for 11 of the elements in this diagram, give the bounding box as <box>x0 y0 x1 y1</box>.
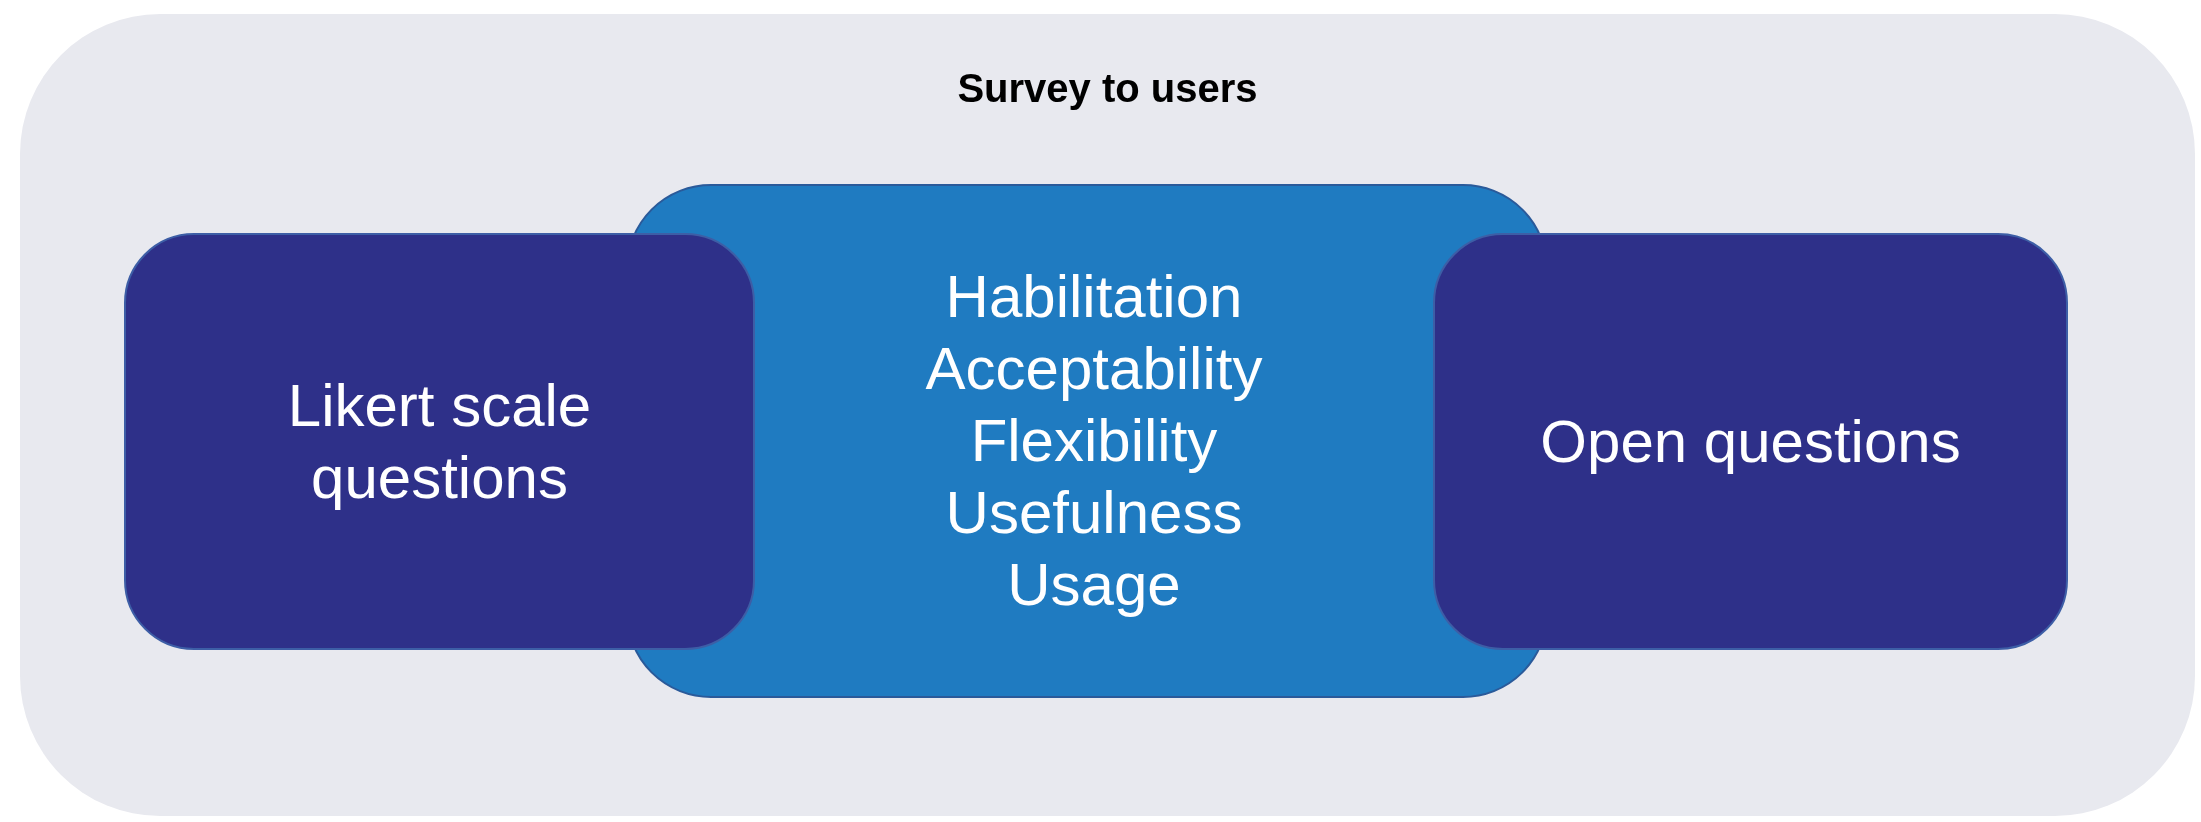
box-text: Habilitation <box>945 262 1243 332</box>
box-text: Flexibility <box>970 406 1218 476</box>
group-panel <box>20 14 2195 816</box>
box-text: Usage <box>1007 550 1181 620</box>
box-text: Usefulness <box>945 478 1243 548</box>
rounded-box <box>1433 233 2068 650</box>
box-text: Open questions <box>1540 406 1961 477</box>
box-text: Acceptability <box>925 334 1263 404</box>
box-text: Likert scale questions <box>286 370 593 513</box>
panel-title: Survey to users <box>957 66 1258 111</box>
rounded-box <box>124 233 755 650</box>
